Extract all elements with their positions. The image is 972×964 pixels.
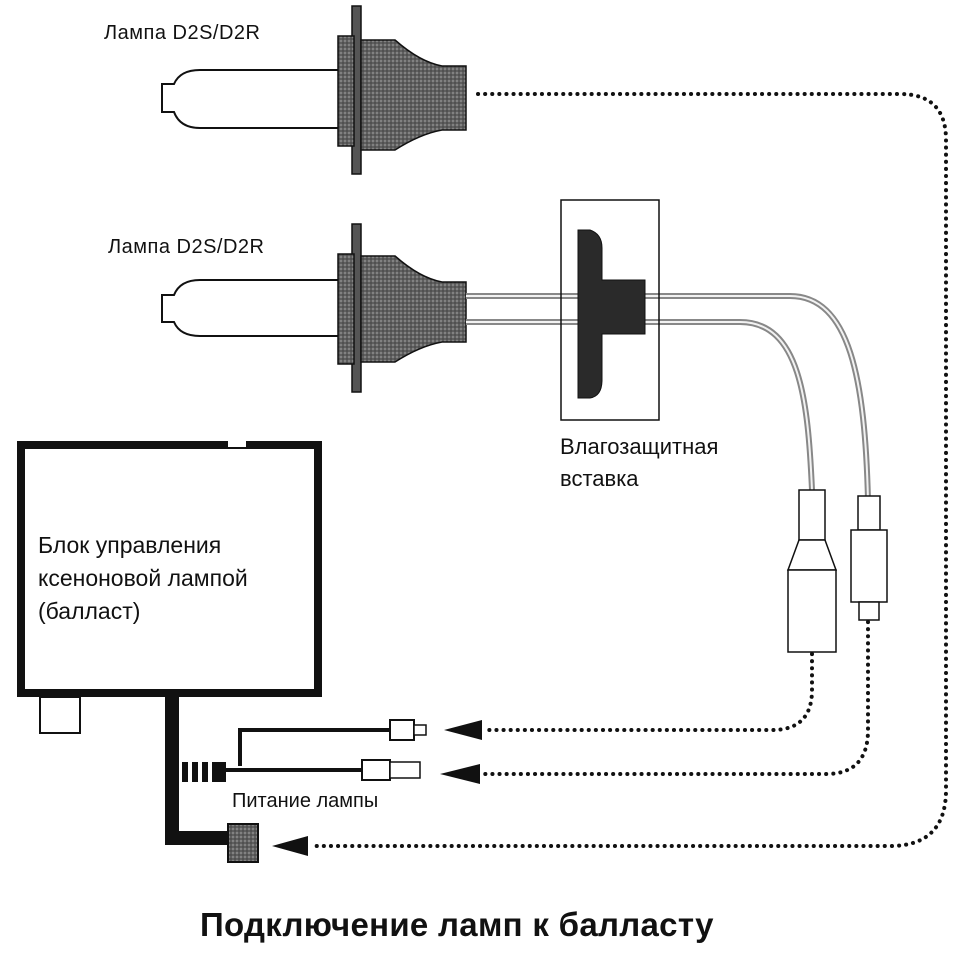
- ballast: [17, 441, 322, 734]
- ballast-box: [17, 441, 322, 697]
- ballast-side-connector: [39, 696, 81, 734]
- cable-upper: [466, 293, 871, 501]
- lamp-cables: [466, 293, 871, 501]
- lamp-bottom-socket-rear: [337, 253, 355, 365]
- lamp-top-bulb: [161, 69, 341, 129]
- power-terminal-lower-tip: [389, 761, 421, 779]
- cable-lower-core: [466, 321, 813, 491]
- arrow-icon-power-upper: [444, 720, 482, 740]
- connector-small-tip: [858, 601, 880, 621]
- insert-label-line2: вставка: [560, 466, 639, 491]
- arrow-icon-power-lower: [440, 764, 480, 784]
- power-terminals: [361, 719, 427, 781]
- connector-small-neck: [857, 495, 881, 531]
- connector-small-body: [850, 529, 888, 603]
- lamp-bottom-label: Лампа D2S/D2R: [108, 236, 265, 258]
- insert-frame: [560, 199, 660, 421]
- ballast-label-line2: ксеноновой лампой: [38, 565, 248, 591]
- lamp-top-socket-rear: [337, 35, 355, 147]
- power-terminal-lower: [361, 759, 391, 781]
- ballast-top-tab: [228, 441, 246, 447]
- dotted-paths: [310, 92, 948, 848]
- cable-upper-core: [466, 295, 869, 501]
- insert-body: [577, 229, 646, 399]
- ballast-label-line1: Блок управления: [38, 532, 222, 558]
- lamp-bottom-bulb: [161, 279, 341, 337]
- lamp-bottom-socket: [360, 255, 467, 363]
- lamp-top: [161, 5, 467, 175]
- dotted-path-top-lamp: [310, 92, 948, 848]
- lamp-bottom: [161, 223, 467, 393]
- dotted-path-large-connector: [482, 652, 814, 732]
- ballast-label-line3: (балласт): [38, 598, 141, 624]
- insert-label-line1: Влагозащитная: [560, 434, 719, 459]
- arrowheads: [272, 720, 482, 856]
- connector-large-taper: [786, 539, 838, 571]
- cable-lower: [466, 319, 815, 491]
- moisture-insert: [560, 199, 660, 421]
- connector-large-body: [787, 569, 837, 653]
- ballast-main-wire: [165, 697, 232, 845]
- lamp-top-label: Лампа D2S/D2R: [104, 22, 261, 44]
- arrow-icon-lamp-output: [272, 836, 308, 856]
- connector-small: [850, 495, 888, 621]
- power-label: Питание лампы: [232, 790, 379, 812]
- diagram-title: Подключение ламп к балласту: [200, 906, 714, 943]
- power-terminal-upper-tip: [413, 724, 427, 736]
- lamp-output-plug: [227, 823, 259, 863]
- power-wire-upper: [238, 728, 392, 766]
- connector-large-neck: [798, 489, 826, 541]
- power-terminal-upper: [389, 719, 415, 741]
- dotted-path-small-connector: [482, 620, 870, 776]
- ballast-wiring: [165, 697, 392, 845]
- ballast-plug-stripes: [166, 762, 226, 782]
- connector-large: [786, 489, 838, 653]
- lamp-top-socket: [360, 39, 467, 151]
